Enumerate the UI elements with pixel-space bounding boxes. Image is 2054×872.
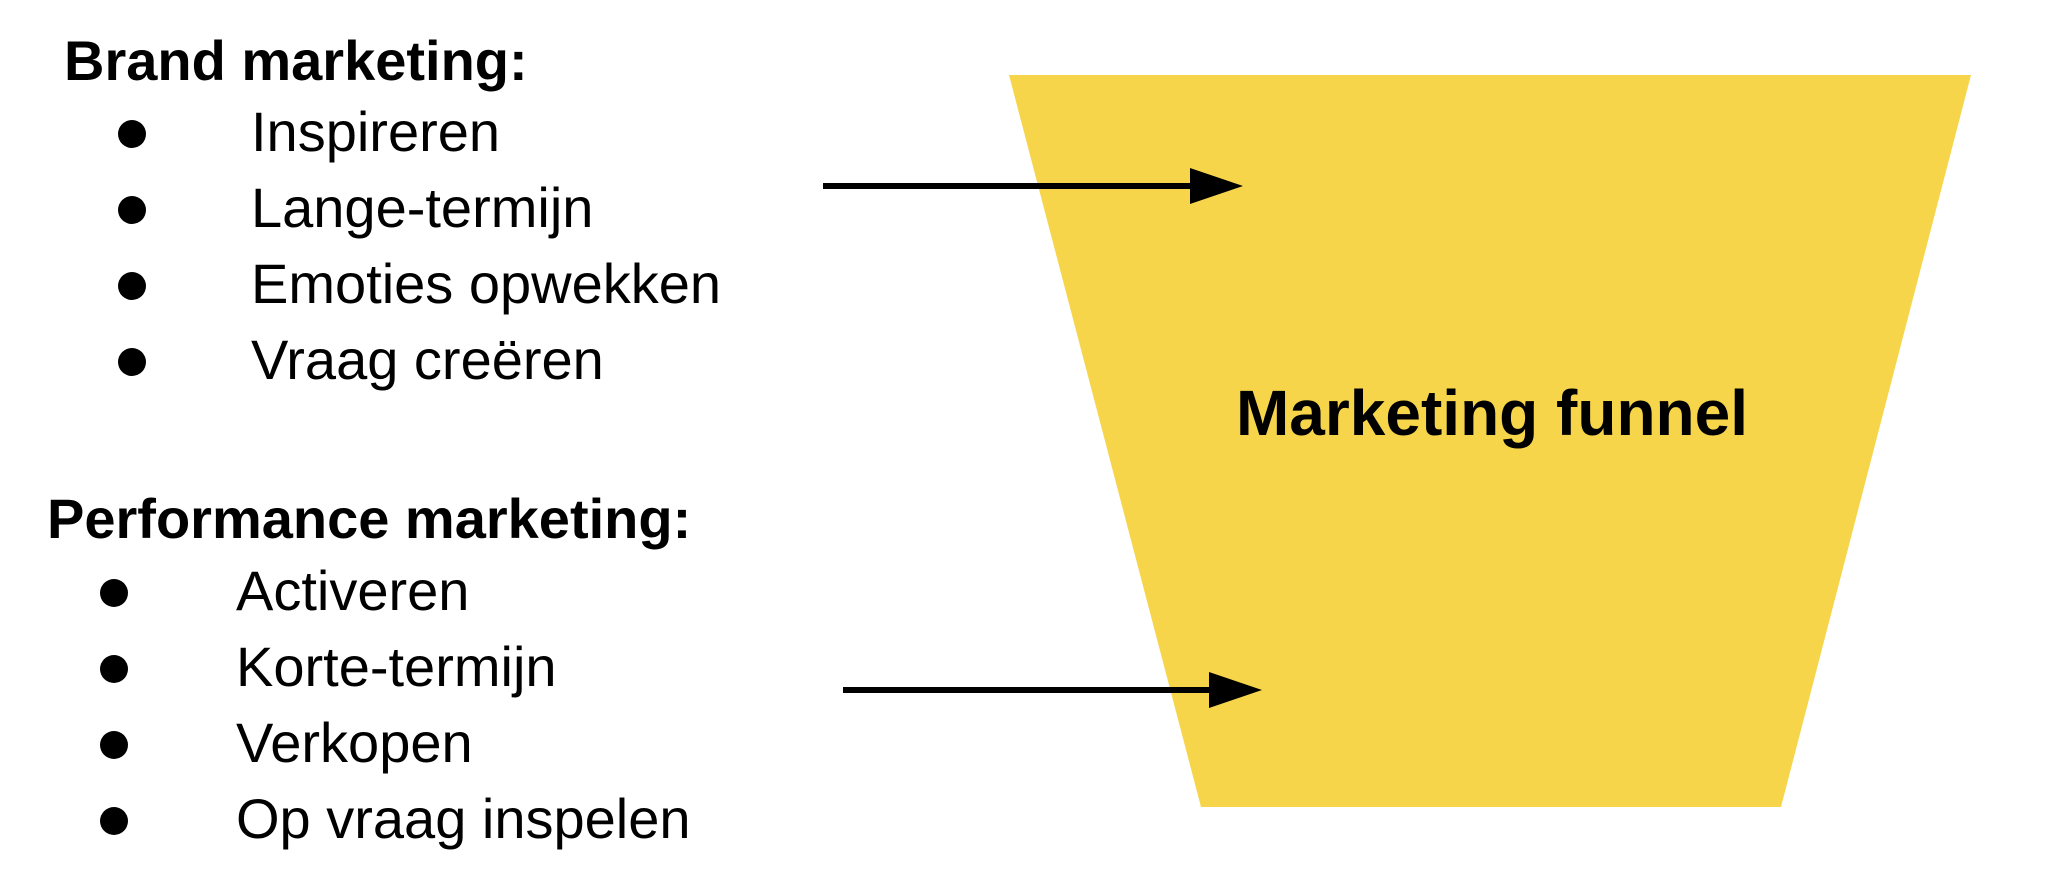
brand-marketing-list: Inspireren Lange-termijn Emoties opwekke… bbox=[118, 104, 721, 408]
list-item: Inspireren bbox=[118, 104, 721, 180]
brand-marketing-heading: Brand marketing: bbox=[64, 29, 528, 92]
bullet-icon bbox=[100, 807, 128, 835]
performance-arrow-head bbox=[1209, 672, 1262, 708]
list-item-label: Emoties opwekken bbox=[251, 252, 722, 315]
marketing-funnel-shape bbox=[1009, 75, 1971, 807]
list-item-label: Activeren bbox=[236, 559, 470, 622]
list-item: Lange-termijn bbox=[118, 180, 721, 256]
performance-marketing-heading: Performance marketing: bbox=[47, 487, 692, 550]
list-item-label: Lange-termijn bbox=[251, 176, 594, 239]
list-item: Korte-termijn bbox=[100, 639, 691, 715]
list-item: Emoties opwekken bbox=[118, 256, 721, 332]
bullet-icon bbox=[118, 348, 146, 376]
bullet-icon bbox=[100, 579, 128, 607]
bullet-icon bbox=[118, 196, 146, 224]
list-item: Vraag creëren bbox=[118, 332, 721, 408]
list-item: Activeren bbox=[100, 563, 691, 639]
list-item-label: Inspireren bbox=[251, 100, 501, 163]
brand-arrow bbox=[823, 168, 1243, 204]
bullet-icon bbox=[100, 731, 128, 759]
brand-arrow-head bbox=[1190, 168, 1243, 204]
funnel-label: Marketing funnel bbox=[1236, 377, 1748, 449]
list-item: Verkopen bbox=[100, 715, 691, 791]
bullet-icon bbox=[118, 120, 146, 148]
list-item: Op vraag inspelen bbox=[100, 791, 691, 867]
list-item-label: Vraag creëren bbox=[251, 328, 604, 391]
list-item-label: Korte-termijn bbox=[236, 635, 557, 698]
list-item-label: Verkopen bbox=[236, 711, 473, 774]
bullet-icon bbox=[100, 655, 128, 683]
performance-arrow bbox=[843, 672, 1262, 708]
list-item-label: Op vraag inspelen bbox=[236, 787, 691, 850]
performance-marketing-list: Activeren Korte-termijn Verkopen Op vraa… bbox=[100, 563, 691, 867]
bullet-icon bbox=[118, 272, 146, 300]
